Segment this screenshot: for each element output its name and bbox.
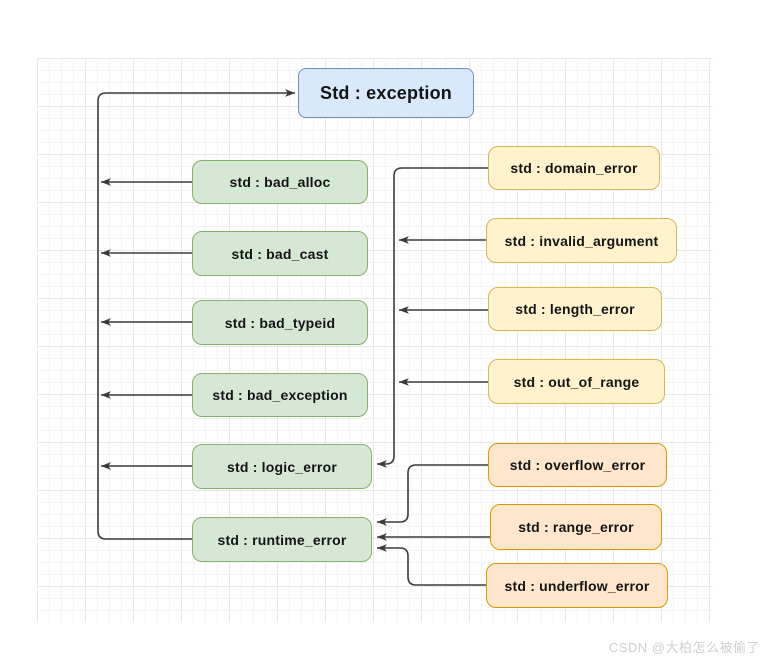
node-std-exception: Std : exception xyxy=(298,68,474,118)
node-bad-cast: std : bad_cast xyxy=(192,231,368,276)
node-range-error: std : range_error xyxy=(490,504,662,550)
node-domain-error: std : domain_error xyxy=(488,146,660,190)
node-bad-typeid: std : bad_typeid xyxy=(192,300,368,345)
csdn-watermark: CSDN @大柏怎么被偷了 xyxy=(608,640,760,655)
edge-overflow-to-runtime xyxy=(377,464,488,526)
node-runtime-error: std : runtime_error xyxy=(192,517,372,562)
node-out-of-range: std : out_of_range xyxy=(488,359,665,404)
edge-trunk-to-exception xyxy=(97,89,295,540)
edge-underflow-to-runtime xyxy=(377,544,486,586)
node-logic-error: std : logic_error xyxy=(192,444,372,489)
node-length-error: std : length_error xyxy=(488,287,662,331)
node-underflow-error: std : underflow_error xyxy=(486,563,668,608)
node-overflow-error: std : overflow_error xyxy=(488,443,667,487)
node-bad-exception: std : bad_exception xyxy=(192,373,368,417)
edge-domain-to-logic xyxy=(377,167,488,468)
node-bad-alloc: std : bad_alloc xyxy=(192,160,368,204)
node-invalid-argument: std : invalid_argument xyxy=(486,218,677,263)
